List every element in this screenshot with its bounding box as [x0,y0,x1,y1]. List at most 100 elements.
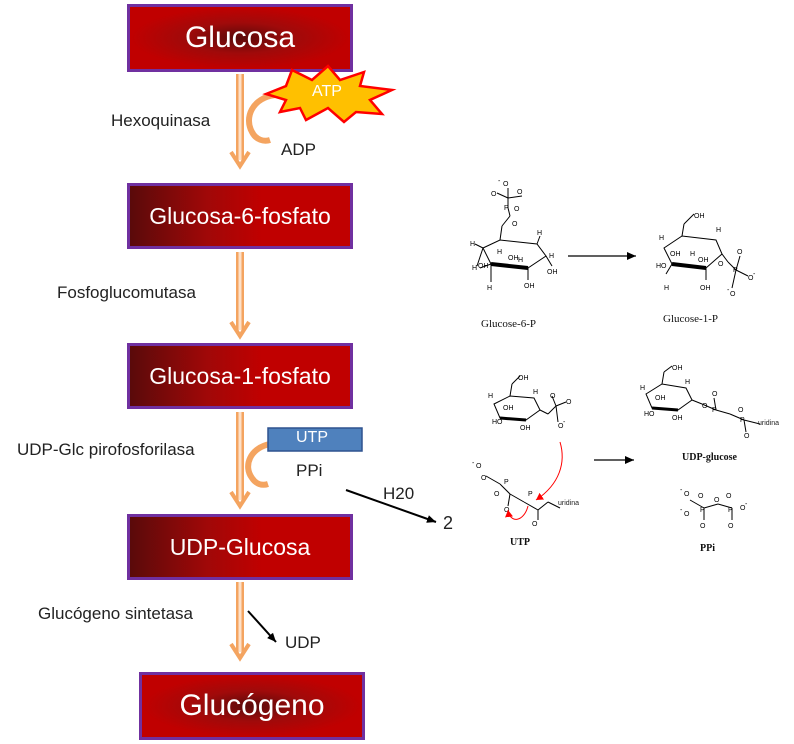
atp-curved-arrow [246,92,276,144]
svg-text:OH: OH [547,269,558,276]
svg-text:P: P [700,507,705,514]
svg-text:OH: OH [700,285,711,292]
glucose-1-phosphate-label: Glucosa-1-fosfato [149,362,331,389]
svg-text:-: - [498,178,501,185]
svg-text:O: O [514,206,520,213]
svg-text:O: O [730,291,736,298]
svg-text:H: H [716,227,721,234]
svg-text:O: O [700,523,706,530]
udp-label: UDP [285,633,321,652]
svg-text:P: P [733,267,738,274]
ppi-caption: PPi [700,543,715,554]
svg-text:OH: OH [520,425,531,432]
ppi-structure [689,499,733,520]
glucose-label: Glucosa [184,21,296,54]
glucose-6-phosphate-box: Glucosa-6-fosfato [127,183,353,249]
glucose-6-phosphate-label: Glucosa-6-fosfato [149,202,331,229]
svg-text:O: O [481,475,487,482]
svg-text:O: O [494,491,500,498]
glucose-1-phosphate-caption: Glucose-1-P [663,313,718,325]
svg-text:O: O [744,433,750,440]
phosphoglucomutase-label: Fosfoglucomutasa [57,283,196,302]
utp-caption: UTP [510,537,530,548]
svg-text:OH: OH [694,213,705,220]
udp-glucose-atoms: OH H HO OH OH H O P O P O O [640,365,750,440]
udp-glucose-structure [645,365,761,433]
nucleophilic-attack-arrow [535,441,563,501]
pathway-arrow-3 [229,412,251,510]
svg-text:HO: HO [492,419,503,426]
svg-text:H: H [690,251,695,258]
svg-text:O: O [748,275,754,282]
udp-glc-pyrophosphorylase-label: UDP-Glc pirofosforilasa [17,440,195,459]
svg-text:OH: OH [508,255,519,262]
glucose-box: Glucosa [127,4,353,72]
svg-text:OH: OH [478,263,489,270]
svg-text:P: P [728,507,733,514]
svg-text:O: O [718,261,724,268]
svg-text:O: O [558,423,564,430]
hexokinase-label: Hexoquinasa [111,111,211,130]
svg-text:O: O [512,221,518,228]
svg-text:O: O [476,463,482,470]
glycogen-synthase-label: Glucógeno sintetasa [38,604,193,623]
svg-text:-: - [680,487,683,494]
svg-text:H: H [549,253,554,260]
svg-text:P: P [504,205,509,212]
svg-text:OH: OH [672,415,683,422]
svg-text:P: P [504,479,509,486]
svg-text:H: H [685,379,690,386]
ppi-atoms: O- O P O P O O- O- O O [680,487,748,530]
svg-text:O: O [714,497,720,504]
svg-text:H: H [664,285,669,292]
svg-text:OH: OH [503,405,514,412]
svg-text:H: H [497,249,502,256]
svg-text:O: O [698,493,704,500]
svg-text:O: O [738,407,744,414]
ppi-label: PPi [296,461,323,480]
svg-text:H: H [659,235,664,242]
svg-text:-: - [745,501,748,508]
svg-text:O: O [737,249,743,256]
svg-text:O: O [503,181,509,188]
ppi-hydrolysis-arrow [345,489,437,523]
uridina-label-product: uridina [758,420,780,427]
pathway-arrow-4 [229,582,251,662]
svg-text:H: H [487,285,492,292]
udp-glucose-box: UDP-Glucosa [127,514,353,580]
utp-reaction-structure [485,375,567,520]
svg-text:H: H [488,393,493,400]
svg-text:OH: OH [524,283,535,290]
svg-text:H: H [472,265,477,272]
utp-curved-arrow [245,441,271,488]
svg-text:O: O [684,511,690,518]
svg-text:-: - [727,287,730,294]
svg-text:H: H [537,230,542,237]
svg-text:H: H [640,385,645,392]
glucose-1-phosphate-structure [663,213,749,289]
glucose-1-phosphate-atoms: OH H OH HO H H OH OH H O O P O- O- [656,213,756,298]
pyrophosphate-leaving-arrow [505,505,529,520]
svg-text:O: O [684,491,690,498]
glucose-6-phosphate-structure [474,188,553,282]
svg-text:OH: OH [518,375,529,382]
pathway-arrow-1 [229,74,251,170]
svg-text:H: H [518,257,523,264]
svg-text:OH: OH [672,365,683,372]
svg-text:O: O [702,403,708,410]
svg-text:OH: OH [698,257,709,264]
udp-glucose-label: UDP-Glucosa [169,533,311,560]
svg-text:P: P [712,407,717,414]
atp-star-icon [262,64,397,124]
svg-text:HO: HO [644,411,655,418]
udp-release-arrow [247,610,277,643]
glucose-1-phosphate-box: Glucosa-1-fosfato [127,343,353,409]
svg-text:-: - [680,507,683,514]
pathway-arrow-2 [229,252,251,340]
svg-text:O: O [532,521,538,528]
svg-text:O: O [491,191,497,198]
svg-text:OH: OH [655,395,666,402]
svg-text:-: - [753,271,756,278]
svg-text:HO: HO [656,263,667,270]
